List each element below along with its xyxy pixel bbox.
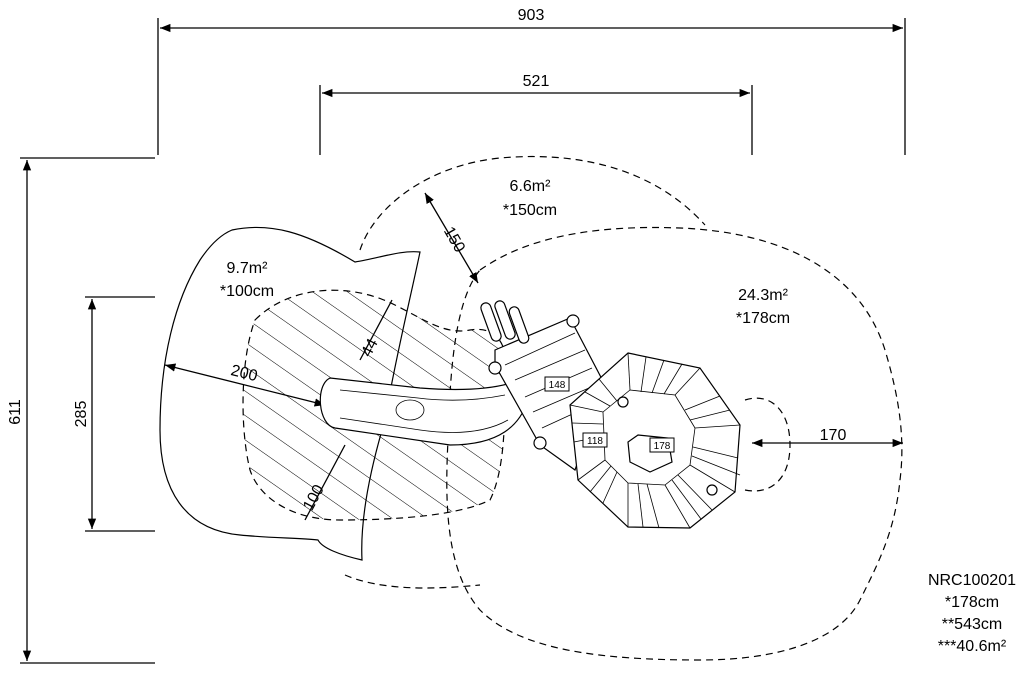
product-length: **543cm (941, 616, 1003, 633)
product-code: NRC100201 (927, 572, 1016, 589)
dimension-label-170: 170 (820, 427, 847, 444)
dimension-100-line (304, 444, 346, 521)
platform-tag-148: 148 (544, 376, 570, 392)
safety-zone-tower (446, 226, 903, 661)
dimension-200-line (164, 363, 326, 407)
svg-text:118: 118 (587, 436, 603, 447)
svg-text:148: 148 (549, 380, 566, 391)
safety-zone-upper (359, 155, 706, 251)
safety-zone-lower-edge (344, 574, 481, 589)
dimension-overall-depth: 611 (7, 157, 155, 664)
safety-zone-bump (744, 397, 791, 492)
dimension-overall-width: 903 (157, 7, 906, 155)
dimension-label-903: 903 (518, 7, 545, 24)
dimension-inner-depth: 285 (73, 296, 155, 532)
dimension-44-line (359, 299, 393, 361)
safety-zone-slide (159, 226, 421, 561)
dimension-label-285: 285 (73, 401, 90, 428)
zone-area-tower: 24.3m² (738, 287, 788, 304)
svg-text:178: 178 (654, 441, 671, 452)
dimension-label-611: 611 (7, 399, 24, 425)
dimension-label-200: 200 (229, 362, 259, 385)
slide (319, 377, 529, 446)
product-area: ***40.6m² (937, 638, 1007, 655)
zone-area-slide: 9.7m² (227, 260, 269, 277)
zone-height-slide: *100cm (220, 283, 274, 300)
dimension-label-150: 150 (440, 224, 468, 256)
climbing-tubes (480, 300, 530, 344)
dimension-150-line (424, 192, 479, 284)
dimension-label-521: 521 (523, 73, 550, 90)
platform-tag-178: 178 (649, 437, 675, 453)
platform-tag-118: 118 (582, 432, 608, 448)
dimension-label-44: 44 (358, 336, 381, 360)
product-height: *178cm (944, 594, 1000, 611)
zone-height-tower: *178cm (736, 310, 790, 327)
zone-area-upper: 6.6m² (510, 178, 552, 195)
zone-height-upper: *150cm (503, 202, 557, 219)
product-notes: NRC100201 *178cm **543cm ***40.6m² (928, 570, 1016, 658)
dimension-inner-width: 521 (319, 73, 753, 155)
